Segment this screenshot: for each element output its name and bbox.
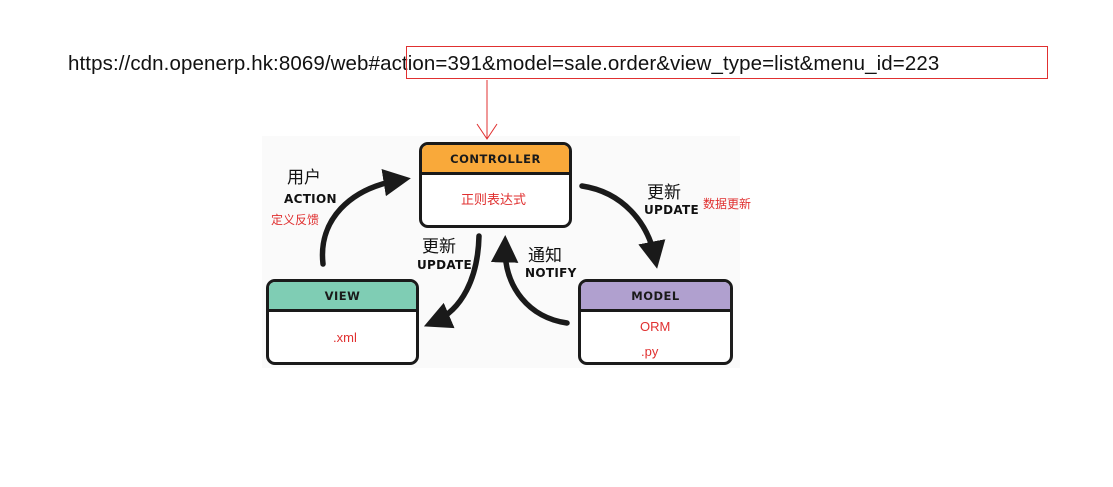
- url-text: https://cdn.openerp.hk:8069/web#action=3…: [68, 52, 939, 76]
- update-view-cn: 更新: [422, 237, 456, 257]
- model-box: MODEL ORM .py: [578, 279, 733, 365]
- url-highlighted-part: #action=391&model=sale.order&view_type=l…: [368, 52, 940, 75]
- update-model-cn: 更新: [647, 183, 681, 203]
- arrow-update-model: [579, 183, 666, 269]
- view-content: .xml: [333, 330, 357, 345]
- model-title: MODEL: [581, 282, 730, 312]
- model-content-orm: ORM: [640, 319, 671, 334]
- arrow-user-action: [319, 169, 411, 267]
- model-content-py: .py: [641, 344, 659, 359]
- update-model-note: 数据更新: [703, 197, 752, 211]
- url-prefix: https://cdn.openerp.hk:8069/web: [68, 52, 369, 75]
- arrow-notify: [490, 235, 570, 326]
- update-view-en: UPDATE: [417, 258, 473, 272]
- user-action-note: 定义反馈: [271, 213, 320, 227]
- url-highlight-box: [406, 46, 1048, 79]
- notify-cn: 通知: [528, 246, 562, 266]
- controller-box: CONTROLLER 正则表达式: [419, 142, 572, 228]
- view-title: VIEW: [269, 282, 416, 312]
- user-action-cn: 用户: [287, 168, 321, 188]
- notify-en: NOTIFY: [525, 266, 577, 280]
- update-model-en: UPDATE: [644, 203, 700, 217]
- controller-content: 正则表达式: [461, 192, 527, 207]
- arrow-update-view: [423, 233, 482, 329]
- red-pointer-arrow: [476, 80, 498, 140]
- user-action-en: ACTION: [284, 192, 337, 206]
- view-box: VIEW .xml: [266, 279, 419, 365]
- controller-title: CONTROLLER: [422, 145, 569, 175]
